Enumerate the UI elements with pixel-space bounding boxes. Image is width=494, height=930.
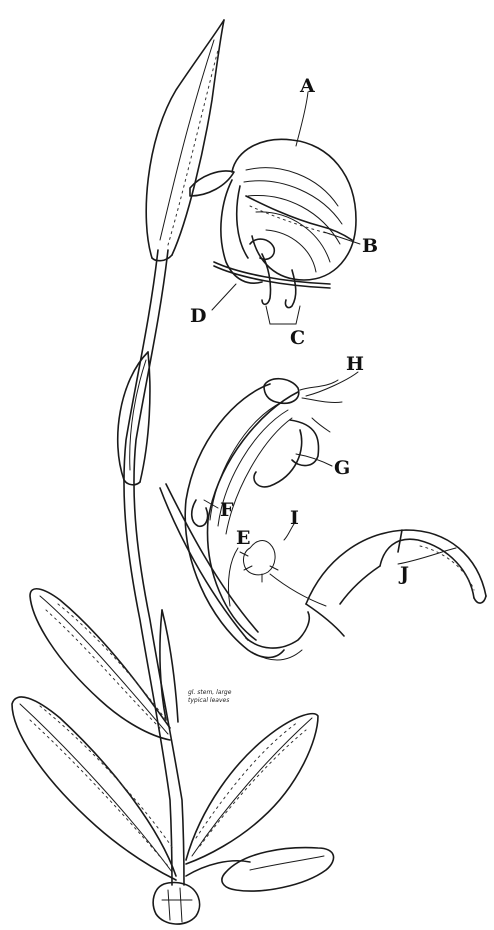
handwritten-note-line-1: gl. stem, large	[188, 689, 232, 696]
label-I: I	[290, 507, 299, 529]
label-D: D	[190, 305, 206, 327]
root-crown	[153, 883, 199, 925]
seed-pod	[306, 530, 486, 636]
dissected-column	[160, 379, 342, 660]
label-B: B	[362, 235, 378, 257]
leaf-lower-left	[12, 697, 176, 880]
bristle-tuft	[240, 541, 326, 606]
label-F: F	[220, 499, 234, 521]
label-H: H	[346, 353, 364, 375]
upper-bract	[146, 20, 224, 261]
flower-head	[190, 139, 356, 307]
lower-sheath	[160, 610, 178, 722]
leaf-right	[186, 714, 318, 864]
label-J: J	[398, 563, 409, 585]
main-stem	[124, 250, 184, 885]
label-A: A	[299, 75, 315, 97]
handwritten-note-line-2: typical leaves	[188, 697, 229, 704]
label-E: E	[236, 527, 250, 549]
label-C: C	[290, 327, 305, 349]
label-G: G	[334, 457, 350, 479]
